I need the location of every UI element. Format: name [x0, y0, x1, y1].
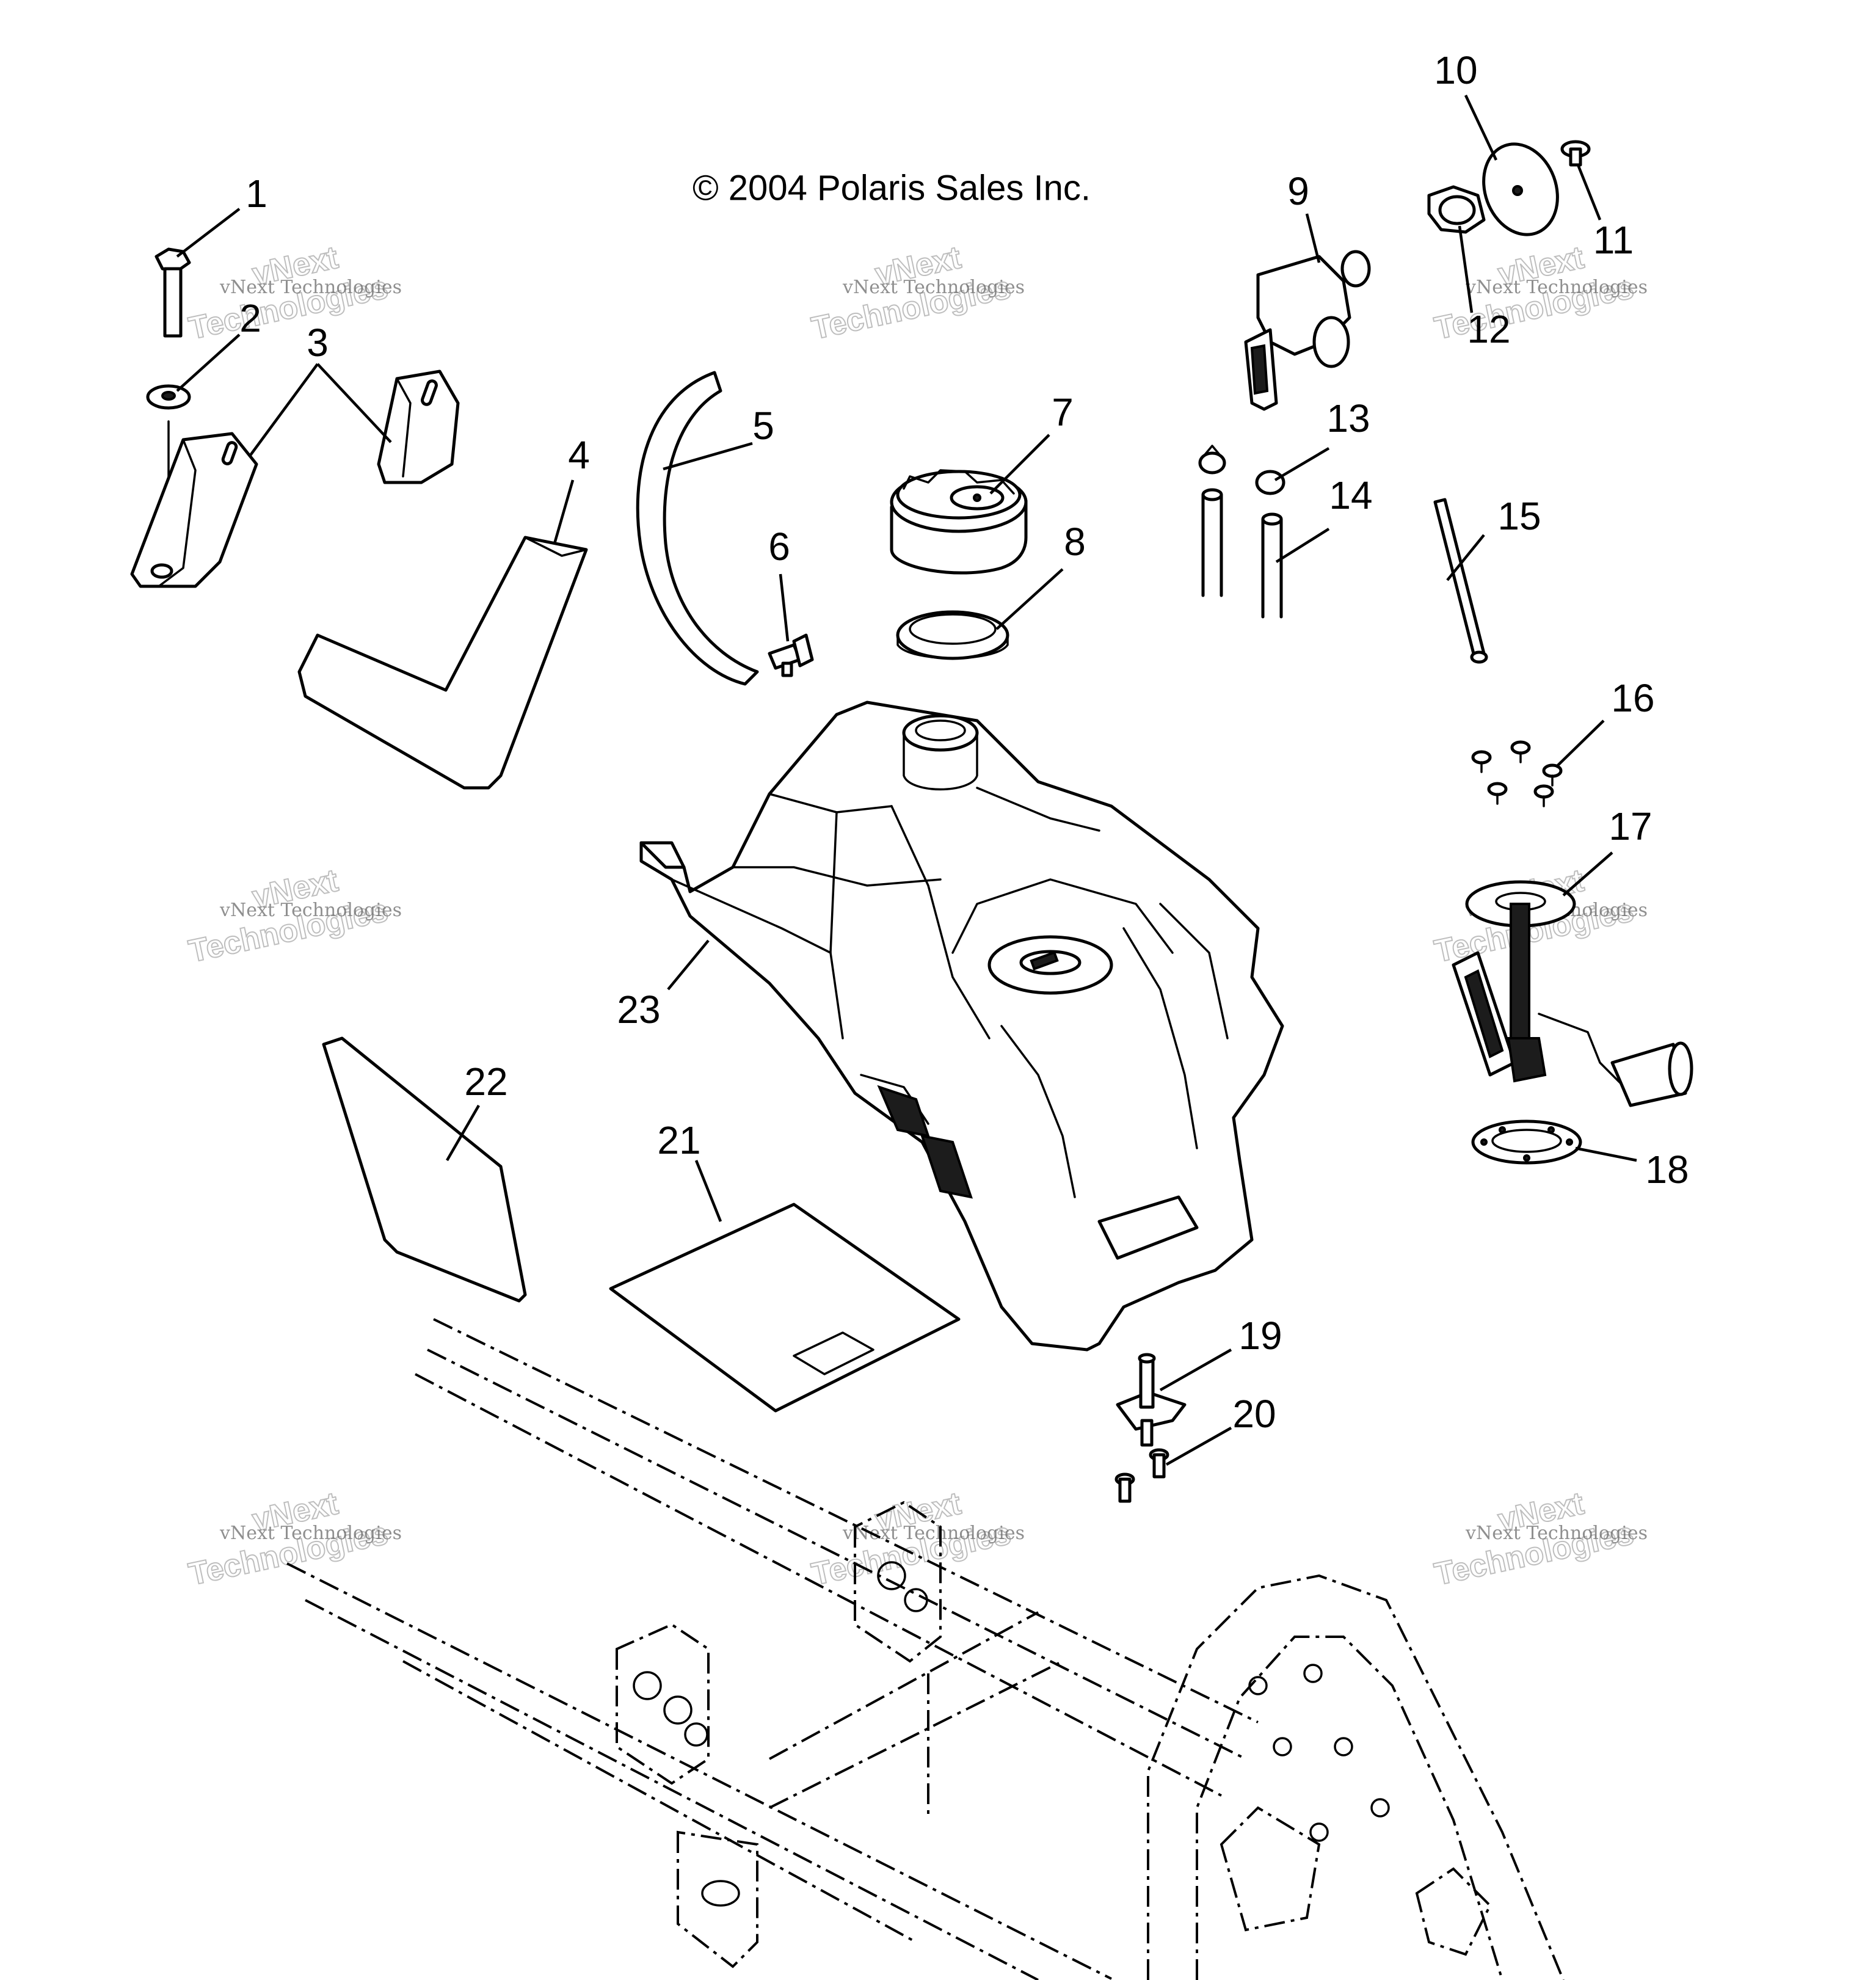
callout-3: 3 — [307, 321, 329, 365]
part-16-screws — [1471, 740, 1563, 807]
callout-12: 12 — [1467, 307, 1510, 351]
part-18-gasket — [1471, 1119, 1582, 1165]
part-21-pad — [609, 1203, 961, 1413]
part-17-fuel-sender — [1452, 880, 1693, 1107]
watermark-small: vNext Technologies — [219, 277, 402, 298]
svg-text:vNext Technologies: vNext Technologies — [1465, 277, 1648, 298]
part-10-cap-disc — [1482, 142, 1559, 236]
svg-text:vNext Technologies: vNext Technologies — [219, 1523, 402, 1544]
callout-2: 2 — [239, 296, 261, 340]
svg-text:vNext Technologies: vNext Technologies — [842, 277, 1025, 298]
part-14-fuel-lines — [1201, 488, 1283, 619]
part-6-fitting — [768, 633, 814, 677]
callout-11: 11 — [1593, 218, 1634, 262]
callout-15: 15 — [1497, 494, 1541, 538]
callout-4: 4 — [568, 433, 590, 477]
callout-19: 19 — [1238, 1314, 1282, 1358]
callout-23: 23 — [617, 988, 660, 1032]
part-9-valve — [1244, 250, 1371, 411]
callout-9: 9 — [1287, 169, 1309, 213]
part-1-bolt — [155, 247, 191, 338]
callout-21: 21 — [657, 1118, 700, 1162]
callout-5: 5 — [752, 404, 774, 448]
callout-1: 1 — [245, 172, 267, 216]
callout-7: 7 — [1052, 390, 1074, 434]
callouts: 1 2 3 4 5 6 7 8 9 10 11 12 13 14 15 16 1… — [239, 48, 1689, 1436]
callout-18: 18 — [1645, 1148, 1689, 1192]
callout-20: 20 — [1232, 1392, 1276, 1436]
watermark: vNext Technologies vNext Technologies — [185, 1485, 402, 1593]
svg-text:vNext Technologies: vNext Technologies — [1465, 1523, 1648, 1544]
watermark: vNext Technologies vNext Technologies — [185, 239, 402, 348]
callout-16: 16 — [1611, 676, 1654, 720]
watermark: vNext Technologies vNext Technologies — [185, 862, 402, 970]
callout-14: 14 — [1329, 473, 1372, 517]
copyright-notice: © 2004 Polaris Sales Inc. — [693, 168, 1091, 208]
leader-lines — [176, 95, 1637, 1466]
part-13-clamps — [1198, 445, 1285, 495]
part-22-pad — [322, 1036, 527, 1303]
watermark: vNext Technologies vNext Technologies — [1431, 1485, 1648, 1593]
callout-22: 22 — [464, 1060, 507, 1104]
watermark: vNext Technologies vNext Technologies — [808, 1485, 1025, 1593]
part-15-rod — [1433, 498, 1488, 664]
part-5-vent-hose — [636, 371, 759, 686]
callout-13: 13 — [1326, 396, 1370, 440]
watermark: vNext Technologies vNext Technologies — [808, 239, 1025, 348]
part-19-mount-pin — [1116, 1353, 1187, 1447]
part-20-bolts — [1114, 1448, 1169, 1503]
part-12-nut — [1427, 185, 1486, 234]
callout-17: 17 — [1609, 804, 1652, 848]
part-7-fuel-cap — [890, 469, 1028, 575]
callout-8: 8 — [1064, 520, 1086, 564]
callout-10: 10 — [1434, 48, 1477, 92]
chassis-frame — [286, 1318, 1565, 1980]
part-3-mount-brackets — [130, 369, 460, 588]
part-4-foam-pad — [297, 536, 588, 790]
callout-6: 6 — [768, 525, 790, 569]
part-11-pin — [1560, 140, 1591, 167]
part-8-cap-seal — [896, 610, 1009, 660]
part-2-washer — [146, 384, 191, 484]
part-23-fuel-tank — [639, 701, 1284, 1352]
svg-text:vNext Technologies: vNext Technologies — [219, 900, 402, 921]
